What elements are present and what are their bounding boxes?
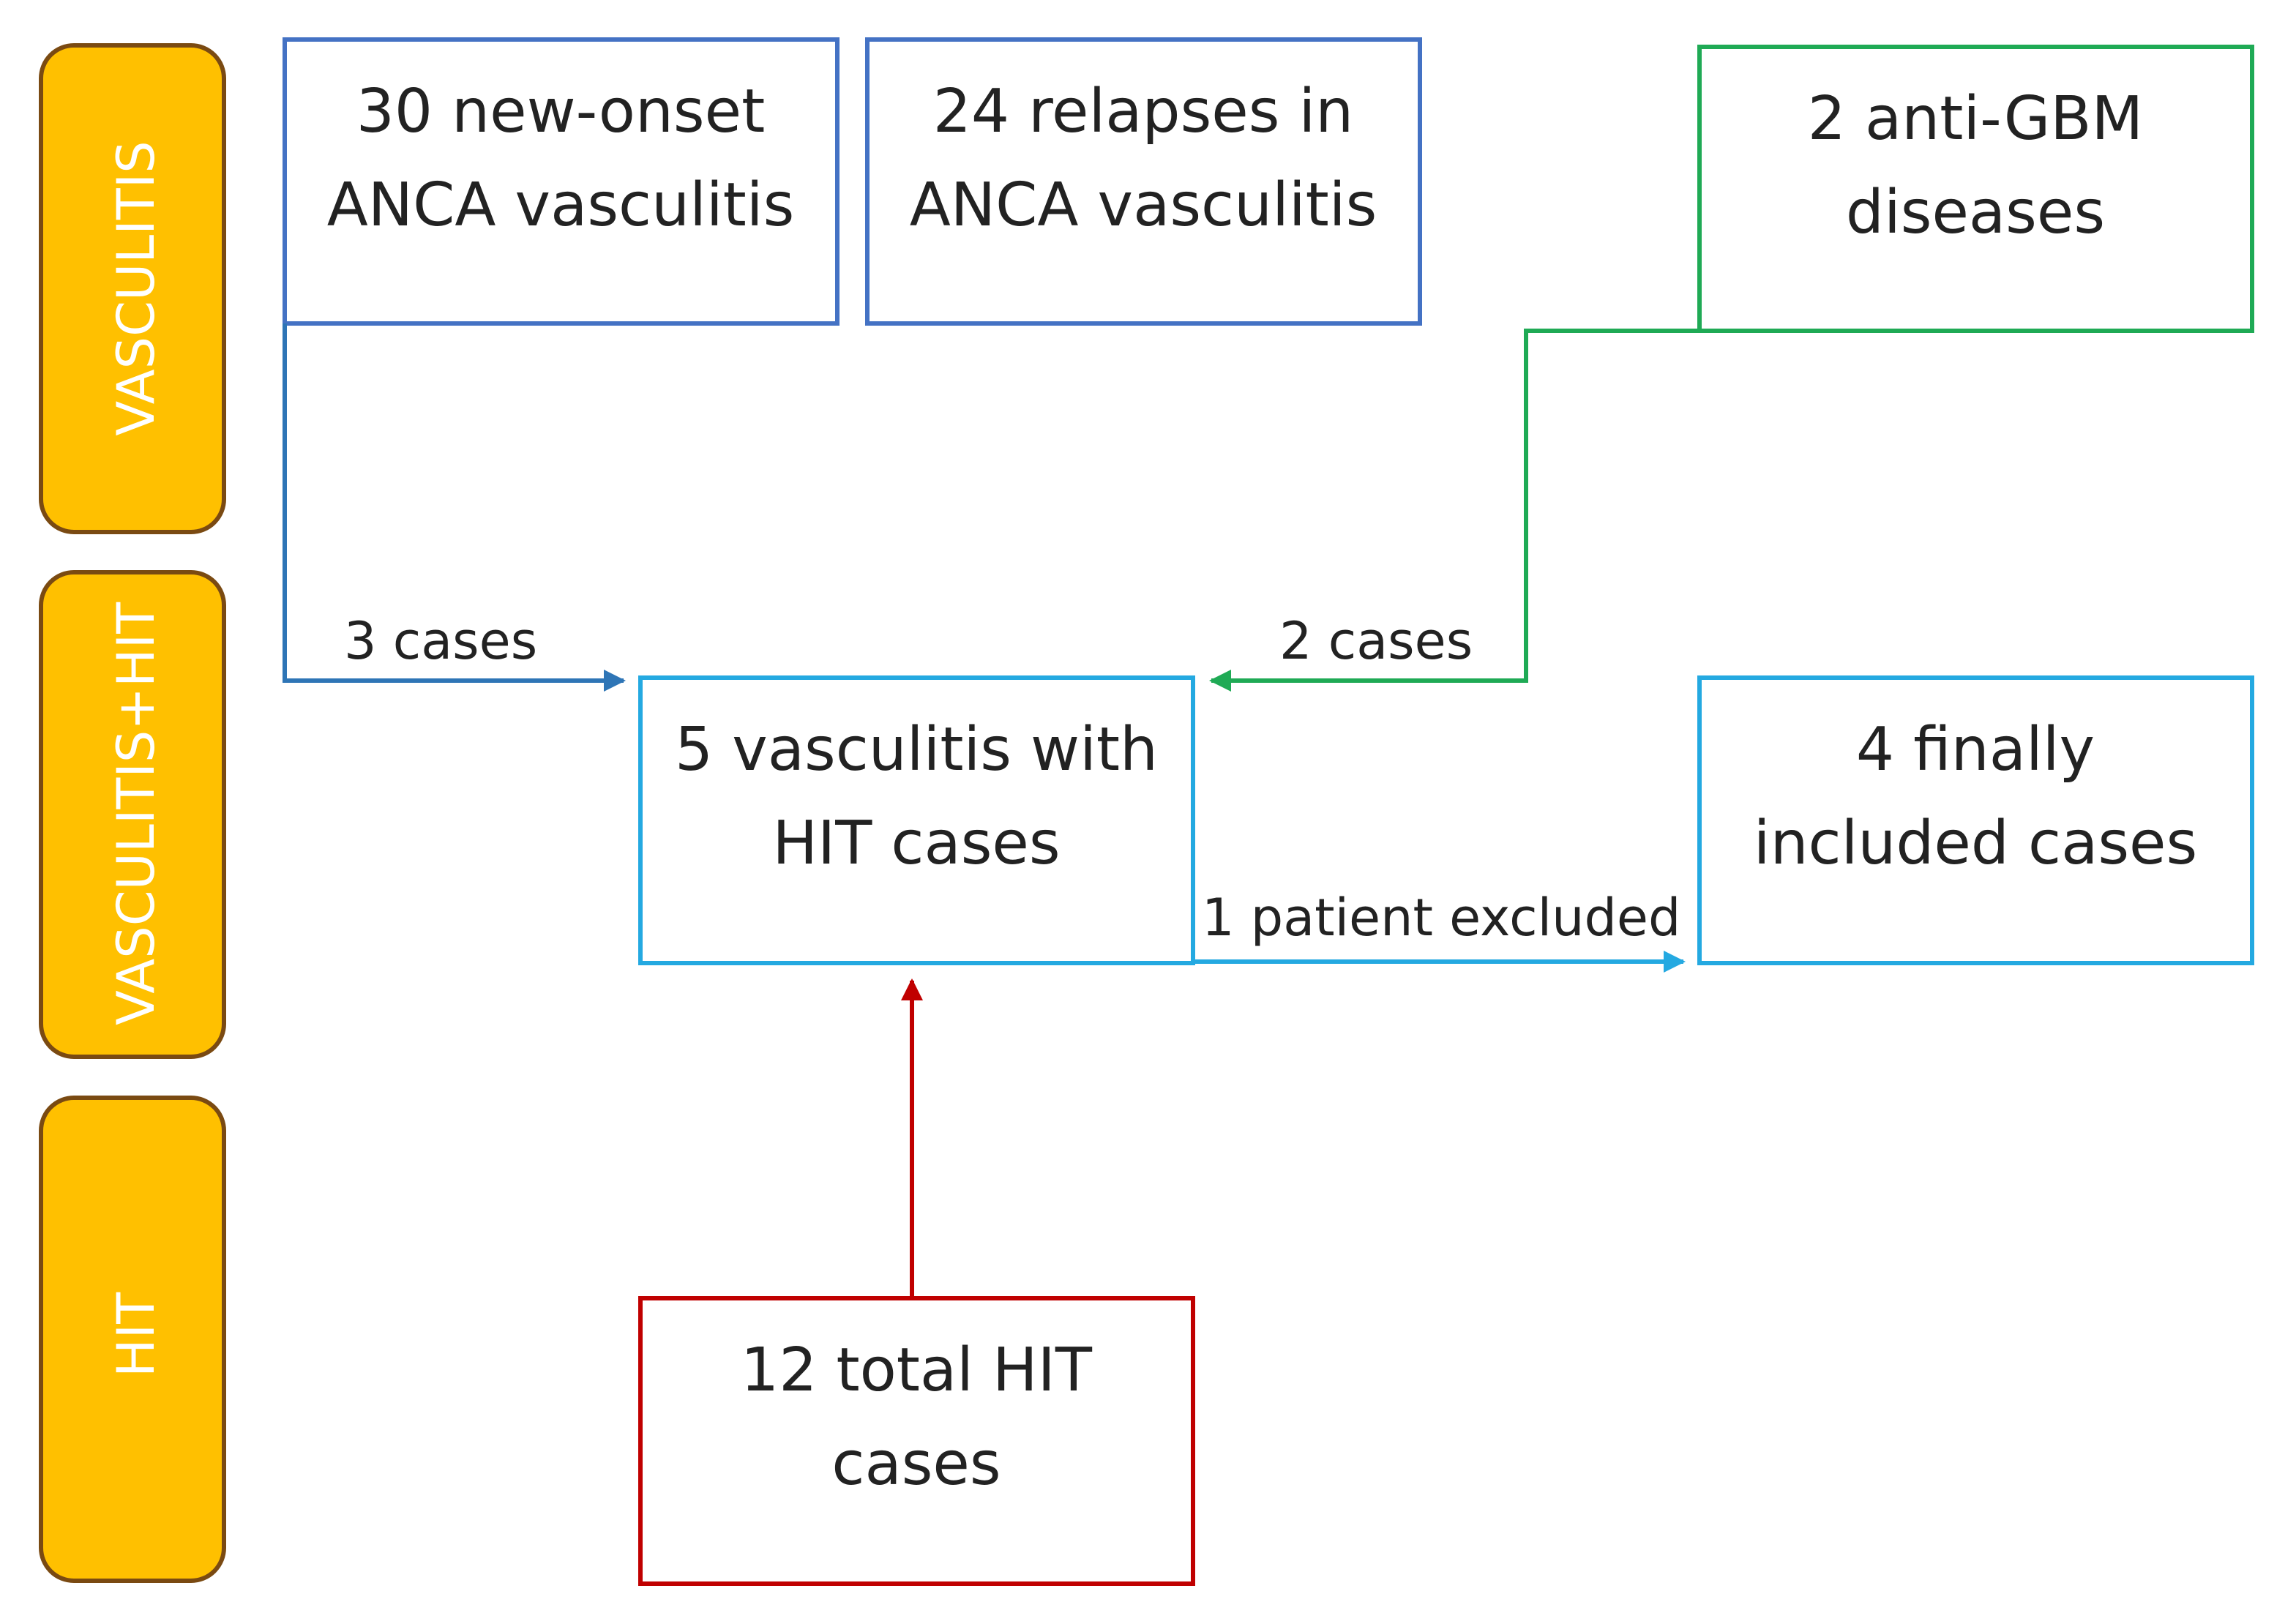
edge-anca-to-vasculitis-hit: 3 cases: [283, 323, 626, 692]
box-relapses-line-2: ANCA vasculitis: [910, 171, 1377, 240]
box-relapses-line-1: 24 relapses in: [933, 77, 1354, 146]
edge-excluded: 1 patient excluded: [1193, 888, 1686, 973]
lane-vasculitis-hit-label: VASCULITIS+HIT: [106, 602, 166, 1025]
box-anti-gbm-line-2: diseases: [1846, 178, 2105, 247]
box-total-hit: 12 total HIT cases: [638, 1296, 1195, 1586]
box-new-onset-line-1: 30 new-onset: [356, 77, 765, 146]
edge-excluded-label: 1 patient excluded: [1202, 888, 1680, 948]
box-total-hit-line-1: 12 total HIT: [741, 1336, 1093, 1405]
box-vasculitis-hit-line-2: HIT cases: [772, 809, 1060, 878]
box-new-onset-line-2: ANCA vasculitis: [327, 171, 795, 240]
edge-gbm-to-vasculitis-hit: 2 cases: [1209, 329, 1699, 692]
edge-anca-label: 3 cases: [344, 611, 537, 671]
box-vasculitis-hit: 5 vasculitis with HIT cases: [638, 675, 1195, 965]
box-final-line-2: included cases: [1754, 809, 2197, 878]
box-new-onset: 30 new-onset ANCA vasculitis: [283, 37, 840, 326]
lane-hit: HIT: [39, 1096, 226, 1583]
lane-vasculitis-hit: VASCULITIS+HIT: [39, 570, 226, 1059]
edge-gbm-label: 2 cases: [1279, 611, 1473, 671]
box-anti-gbm: 2 anti-GBM diseases: [1697, 45, 2254, 333]
lane-vasculitis-label: VASCULITIS: [106, 141, 166, 435]
box-final: 4 finally included cases: [1697, 675, 2254, 965]
box-relapses: 24 relapses in ANCA vasculitis: [865, 37, 1422, 326]
box-vasculitis-hit-line-1: 5 vasculitis with: [675, 715, 1158, 785]
box-anti-gbm-line-1: 2 anti-GBM: [1808, 84, 2144, 154]
box-final-line-1: 4 finally: [1856, 715, 2095, 785]
box-total-hit-line-2: cases: [831, 1429, 1001, 1499]
lane-hit-label: HIT: [106, 1292, 166, 1377]
lane-vasculitis: VASCULITIS: [39, 43, 226, 534]
